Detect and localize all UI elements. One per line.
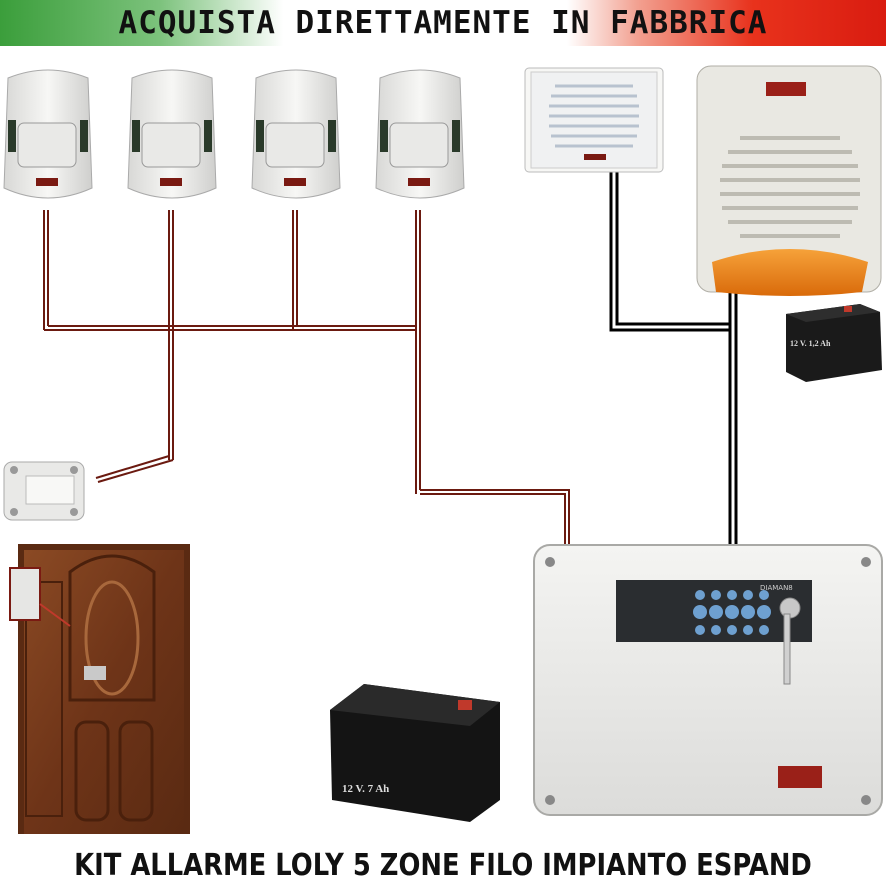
key-icon: [779, 597, 801, 685]
pir-sensor: [375, 69, 465, 199]
wiring-pir: [43, 210, 570, 545]
wiring-siren: [609, 172, 738, 545]
outdoor-siren: [696, 65, 882, 296]
pir-sensor: [3, 69, 93, 199]
flag-banner: [0, 0, 886, 46]
battery-small-label: 12 V. 1,2 Ah: [790, 339, 831, 348]
battery-large: 12 V. 7 Ah: [330, 684, 500, 822]
pir-sensor: [251, 69, 341, 199]
battery-large-label: 12 V. 7 Ah: [342, 783, 389, 795]
battery-small: 12 V. 1,2 Ah: [786, 304, 882, 382]
panel-model-label: DIAMAN8: [760, 584, 793, 592]
indoor-siren: [524, 67, 664, 173]
pir-sensor: [127, 69, 217, 199]
door-contact: [3, 461, 85, 521]
door: [9, 544, 190, 834]
banner-title: ACQUISTA DIRETTAMENTE IN FABBRICA: [118, 5, 768, 41]
footer-title: KIT ALLARME LOLY 5 ZONE FILO IMPIANTO ES…: [74, 847, 812, 883]
control-panel: DIAMAN8: [533, 544, 883, 816]
